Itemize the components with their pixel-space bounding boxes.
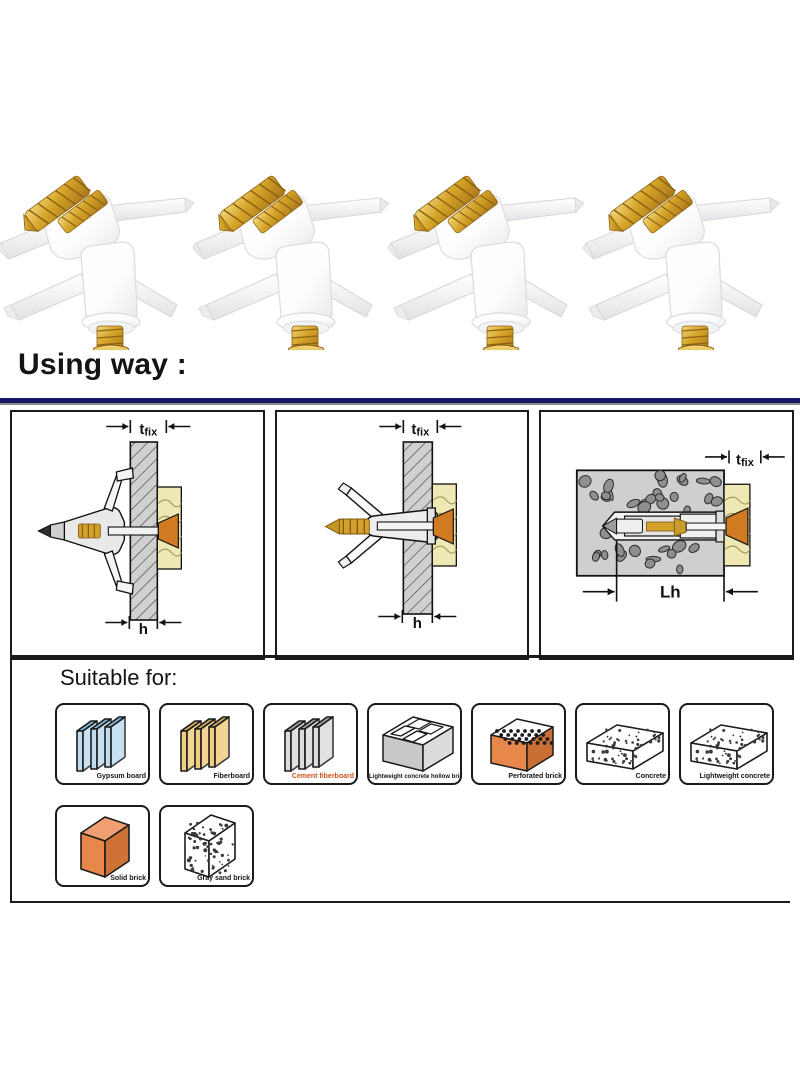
material-label: Solid brick [110, 874, 146, 882]
svg-text:h: h [412, 615, 421, 632]
material-label: Fiberboard [213, 772, 250, 780]
material-label: Concrete [635, 772, 666, 780]
svg-text:Lh: Lh [660, 583, 681, 602]
svg-text:h: h [139, 621, 148, 638]
product-anchor-1 [0, 60, 195, 350]
material-card: Perforated brick [471, 703, 566, 785]
material-label: Cement fiberboard [291, 772, 354, 780]
product-anchor-4 [580, 60, 780, 350]
diagram-panel-hollow-wall-installed: tfix h [10, 410, 265, 660]
navy-divider-rule [0, 398, 800, 403]
material-card: Lightweight concrete [679, 703, 774, 785]
material-card: Fiberboard [159, 703, 254, 785]
material-label: Gypsum board [96, 772, 146, 780]
diagram-panel-thin-board-wings-open: tfix h [274, 410, 530, 660]
material-card: Solid brick [55, 805, 150, 887]
material-row-2: Solid brick Gray sand brick [55, 805, 254, 887]
material-row-1: Gypsum board Fiberboard Cement fiberboar… [55, 703, 774, 785]
material-label: Lightweight concrete hollow brick [369, 773, 462, 780]
material-card: Concrete [575, 703, 670, 785]
material-card: Lightweight concrete hollow brick [367, 703, 462, 785]
suitable-section-divider [10, 655, 792, 658]
diagram-panel-solid-concrete-installed: tfix Lh [539, 410, 795, 660]
svg-text:tfix: tfix [736, 451, 755, 468]
material-card: Gray sand brick [159, 805, 254, 887]
product-photo-row [0, 60, 800, 350]
svg-text:tfix: tfix [139, 421, 158, 439]
using-way-heading: Using way : [18, 348, 187, 381]
using-way-diagram-row: tfix h tfix [10, 410, 795, 660]
navy-divider-shadow [0, 403, 800, 405]
material-label: Perforated brick [508, 772, 562, 780]
product-anchor-3 [385, 60, 585, 350]
suitable-for-heading: Suitable for: [60, 665, 178, 690]
material-card: Cement fiberboard [263, 703, 358, 785]
material-label: Gray sand brick [197, 874, 250, 882]
material-card: Gypsum board [55, 703, 150, 785]
product-anchor-2 [190, 60, 390, 350]
svg-text:tfix: tfix [411, 421, 430, 439]
material-label: Lightweight concrete [699, 772, 770, 780]
